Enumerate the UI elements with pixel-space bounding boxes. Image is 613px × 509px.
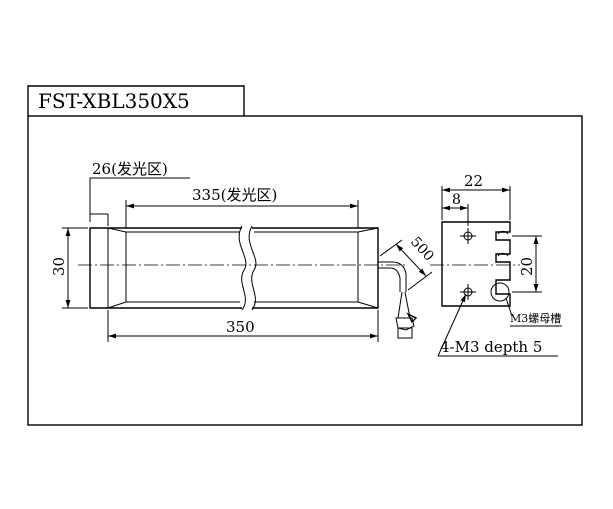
dim-350-label: 350 xyxy=(226,318,255,336)
model-title: FST-XBL350X5 xyxy=(38,89,190,113)
dim-8-label: 8 xyxy=(452,192,461,208)
dim-emitting-length: 335(发光区) xyxy=(125,186,359,228)
dim-30-label: 30 xyxy=(50,257,68,276)
title-box: FST-XBL350X5 xyxy=(27,85,245,116)
dim-side-offset: 8 xyxy=(442,192,469,226)
dim-20-label: 20 xyxy=(518,257,536,276)
dim-emitting-width: 26(发光区) xyxy=(89,160,190,226)
mounting-holes-label: 4-M3 depth 5 xyxy=(440,338,542,356)
dim-height: 30 xyxy=(50,227,88,309)
cable-connector xyxy=(378,261,418,339)
dim-26-label: 26(发光区) xyxy=(92,160,168,178)
dim-22-label: 22 xyxy=(464,172,483,190)
dim-side-width: 22 xyxy=(441,172,511,220)
dim-slot-span: 20 xyxy=(512,235,542,293)
side-view xyxy=(430,221,520,307)
drawing-frame xyxy=(27,115,583,426)
dim-total-length: 350 xyxy=(107,310,379,342)
front-view xyxy=(78,225,405,311)
leader-mounting-holes: 4-M3 depth 5 xyxy=(437,293,558,357)
leader-nut-slot: M3螺母槽 xyxy=(505,297,562,327)
nut-slot-label: M3螺母槽 xyxy=(510,312,561,325)
dim-335-label: 335(发光区) xyxy=(192,186,277,204)
